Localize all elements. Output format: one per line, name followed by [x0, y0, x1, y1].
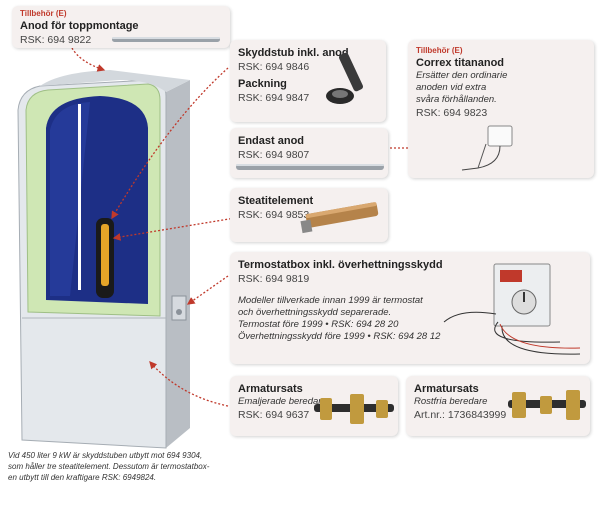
card-subtitle: Rostfria beredare: [414, 396, 488, 407]
card-anod-toppmontage: Tillbehör (E) Anod för toppmontage RSK: …: [12, 6, 230, 48]
rsk-number-packning: RSK: 694 9847: [238, 92, 310, 104]
thermostat-box-on-heater: [171, 295, 187, 321]
footnote-caption: Vid 450 liter 9 kW är skyddstuben utbytt…: [8, 450, 223, 483]
card-endast-anod: Endast anod RSK: 694 9807: [230, 128, 388, 178]
card-title: Correx titananod: [416, 57, 505, 69]
thermostat-box-image: [443, 263, 581, 355]
brand-logo: [500, 270, 522, 282]
card-correx-titananod: Tillbehör (E) Correx titananod Ersätter …: [408, 40, 594, 178]
note-line: Termostat före 1999 • RSK: 694 28 20: [238, 319, 399, 330]
protective-tube-image: [326, 52, 363, 104]
valve-kit-image: [508, 390, 586, 420]
card-subtitle: Emaljerade beredare: [238, 396, 327, 407]
card-title: Armatursats: [414, 383, 479, 395]
card-termostatbox: Termostatbox inkl. överhettningsskydd RS…: [230, 252, 590, 364]
desc-line: Ersätter den ordinarie: [416, 70, 508, 81]
rsk-number: RSK: 694 9819: [238, 273, 310, 285]
caption-line: Vid 450 liter 9 kW är skyddstuben utbytt…: [8, 451, 203, 460]
rsk-number: RSK: 694 9807: [238, 149, 310, 161]
desc-line: anoden vid extra: [416, 82, 487, 93]
rsk-number: RSK: 694 9853: [238, 209, 310, 221]
rsk-number: RSK: 694 9822: [20, 34, 92, 46]
note-line: Överhettningsskydd före 1999 • RSK: 694 …: [238, 331, 441, 342]
caption-line: en utbytt till den kraftigare RSK: 69498…: [8, 473, 157, 482]
card-steatitelement: Steatitelement RSK: 694 9853: [230, 188, 388, 242]
card-title: Endast anod: [238, 135, 305, 147]
card-skyddstub: Skyddstub inkl. anod RSK: 694 9846 Packn…: [230, 40, 386, 122]
rsk-number: RSK: 694 9637: [238, 409, 310, 421]
rsk-number: Art.nr.: 1736843999: [414, 409, 507, 421]
steatite-element-image: [300, 202, 379, 234]
rsk-number: RSK: 694 9823: [416, 107, 488, 119]
tillbehor-tag: Tillbehör (E): [416, 46, 463, 55]
desc-line: svåra förhållanden.: [416, 94, 497, 105]
note-line: Modeller tillverkade innan 1999 är termo…: [238, 295, 423, 306]
heating-element-glow: [101, 224, 109, 286]
card-title: Anod för toppmontage: [20, 20, 139, 32]
anode-image: [236, 164, 384, 170]
caption-line: som håller tre steatitelement. Dessutom …: [8, 462, 210, 471]
thermostat-dial-on-heater: [176, 309, 182, 315]
card-armatursats-emaljerade: Armatursats Emaljerade beredare RSK: 694…: [230, 376, 398, 436]
tillbehor-tag: Tillbehör (E): [20, 9, 67, 18]
card-title: Termostatbox inkl. överhettningsskydd: [238, 259, 443, 271]
heater-side-face: [166, 80, 190, 448]
note-line: och överhettningsskydd separerade.: [238, 307, 392, 318]
correx-unit-image: [461, 125, 513, 171]
valve-kit-image: [314, 394, 394, 424]
card-title-packning: Packning: [238, 78, 287, 90]
card-armatursats-rostfria: Armatursats Rostfria beredare Art.nr.: 1…: [406, 376, 590, 436]
anode-rod-image: [112, 37, 220, 42]
card-title: Armatursats: [238, 383, 303, 395]
inner-anode-rod: [78, 104, 81, 290]
card-title: Skyddstub inkl. anod: [238, 47, 349, 59]
rsk-number: RSK: 694 9846: [238, 61, 310, 73]
card-title: Steatitelement: [238, 195, 314, 207]
